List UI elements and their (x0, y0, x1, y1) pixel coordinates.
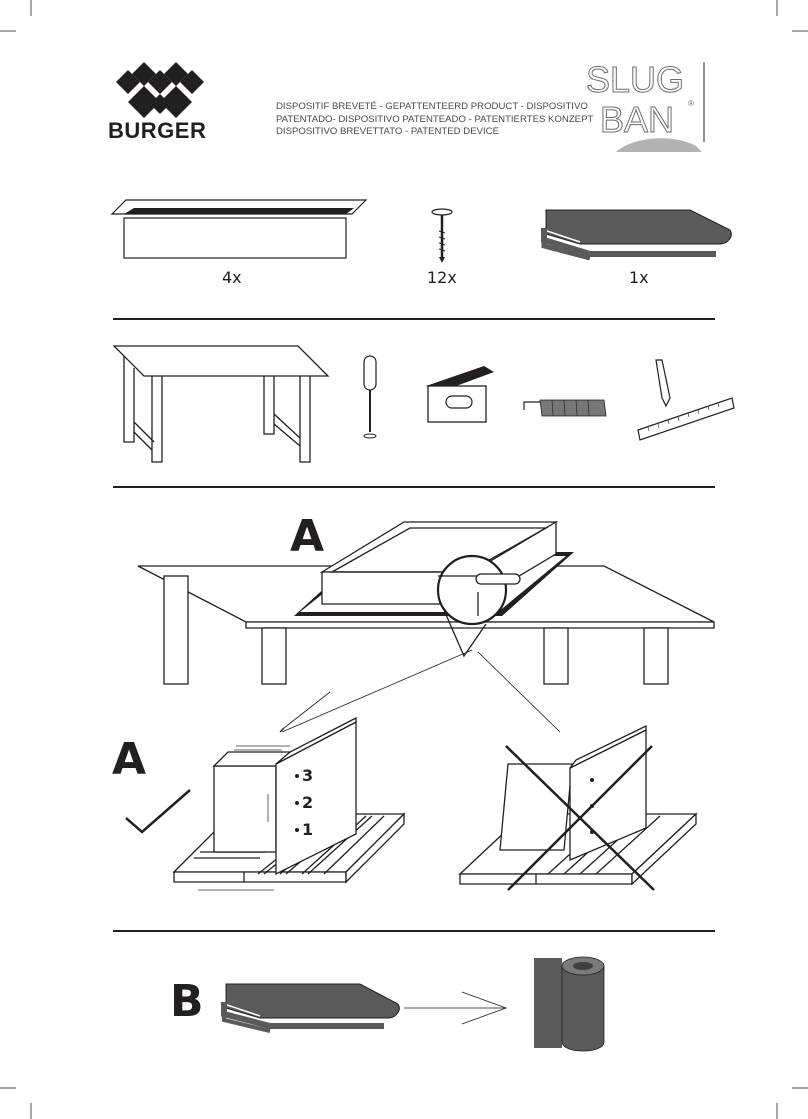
slugban-logo: SLUG BAN ® (586, 59, 705, 152)
slugban-logo-mark: ® (688, 99, 694, 108)
pencil-ruler-icon (637, 359, 735, 441)
pencil-icon (655, 359, 671, 408)
table-icon (112, 345, 330, 463)
patent-line: DISPOSITIVO BREVETTATO - PATENTED DEVICE (276, 126, 499, 137)
folded-sheet-step-b-icon (221, 983, 400, 1033)
section-divider (113, 318, 715, 320)
nail-quantity: 12x (427, 268, 457, 287)
staples-icon (523, 399, 607, 417)
slug-icon (616, 138, 702, 152)
nail-order-3: 3 (302, 766, 313, 785)
stapler-icon (426, 366, 494, 423)
correct-placement-illustration: 3 2 1 (172, 691, 406, 891)
step-a-detail-label: A (112, 734, 147, 785)
step-a-label: A (290, 511, 325, 562)
burger-logo-icon (116, 62, 204, 118)
patent-line: DISPOSITIF BREVETÉ - GEPATTENTEERD PRODU… (276, 101, 588, 112)
slugban-logo-line2: BAN (600, 99, 674, 140)
folded-sheet-icon (541, 209, 732, 261)
incorrect-placement-illustration (458, 724, 698, 891)
patent-notice: DISPOSITIF BREVETÉ - GEPATTENTEERD PRODU… (276, 101, 593, 139)
strip-quantity: 4x (222, 268, 242, 287)
brand-name: BURGER (108, 118, 207, 143)
checkmark-icon (125, 789, 191, 834)
strip-icon (110, 199, 368, 259)
nail-order-2: 2 (302, 793, 313, 812)
rolled-sheet-icon (534, 956, 605, 1052)
section-divider (113, 486, 715, 488)
step-b-label: B (170, 976, 204, 1027)
nail-order-1: 1 (302, 820, 313, 839)
step-a-assembly-illustration (137, 520, 715, 685)
ruler-icon (637, 397, 735, 441)
detail-callout-lines (281, 649, 561, 733)
patent-line: PATENTADO- DISPOSITIVO PATENTEADO - PATE… (276, 113, 594, 125)
sheet-quantity: 1x (629, 268, 649, 287)
nail-icon (431, 208, 453, 263)
slugban-logo-line1: SLUG (586, 59, 684, 100)
section-divider (113, 930, 715, 932)
arrow-right-icon (404, 991, 508, 1025)
screwdriver-icon (363, 355, 377, 439)
